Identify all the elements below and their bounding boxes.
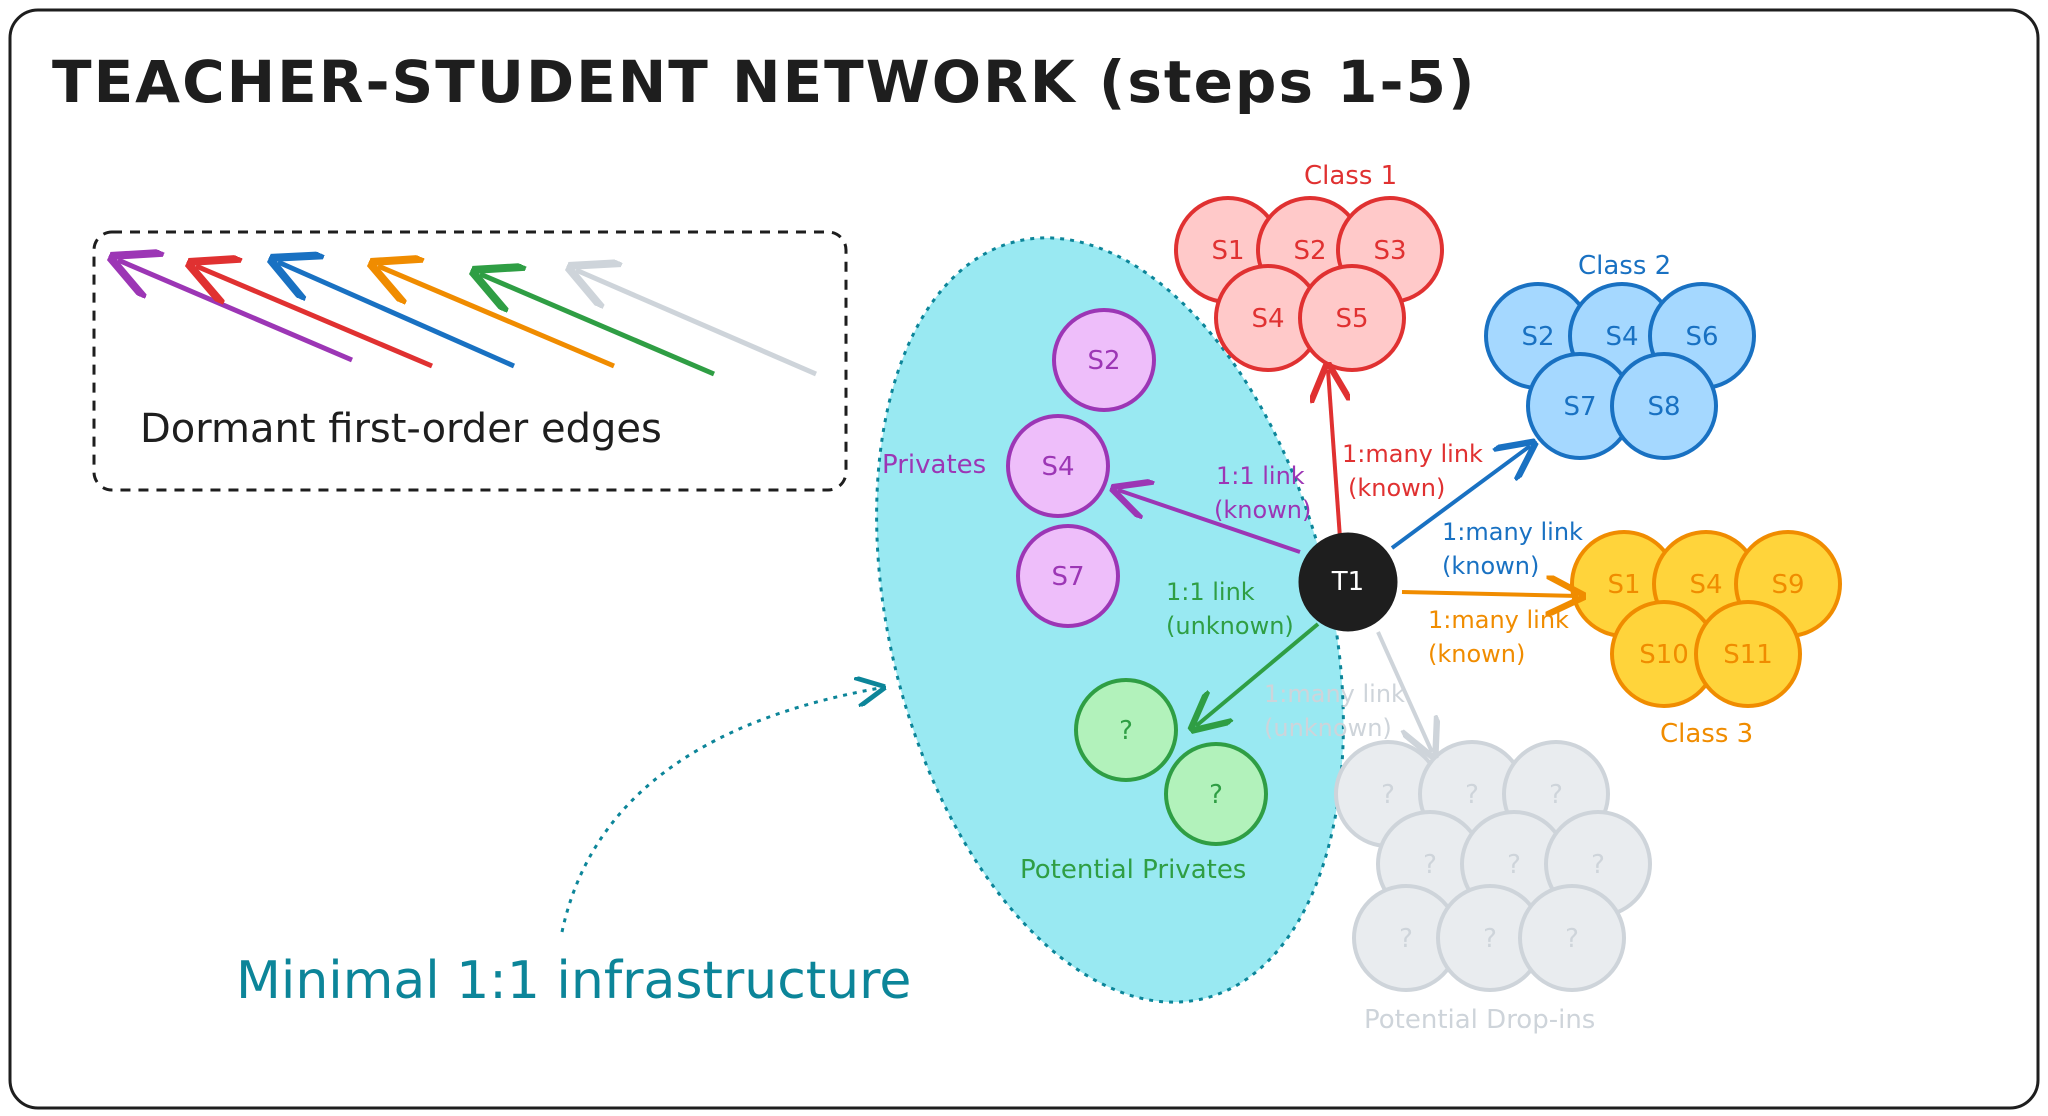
class2-node-label-1: S2 — [1521, 322, 1554, 352]
class3-node-label-1: S1 — [1607, 570, 1640, 600]
class2-node-label-4: S7 — [1563, 392, 1596, 422]
link-label-class3-line2: (known) — [1428, 640, 1525, 668]
dropins-label: Potential Drop-ins — [1364, 1005, 1595, 1035]
dropins-node-label-8: ? — [1483, 924, 1497, 954]
privates-node-label-2: S4 — [1041, 452, 1074, 482]
class3-node-5 — [1694, 600, 1802, 708]
dropins-node-label-1: ? — [1381, 780, 1395, 810]
legend-arrow-gray — [576, 270, 817, 377]
legend-arrow-purple — [118, 260, 353, 363]
class2-label: Class 2 — [1578, 251, 1671, 281]
privates-node-1 — [1052, 308, 1156, 412]
legend-arrow-red — [196, 266, 433, 369]
class2-node-label-5: S8 — [1647, 392, 1680, 422]
potential-privates-node-label-2: ? — [1209, 780, 1223, 810]
class3-node-label-4: S10 — [1639, 640, 1689, 670]
potential-privates-label: Potential Privates — [1020, 855, 1246, 885]
link-label-potential-privates-line2: (unknown) — [1166, 612, 1294, 640]
class2-node-label-3: S6 — [1685, 322, 1718, 352]
class1-node-label-1: S1 — [1211, 236, 1244, 266]
teacher-label: T1 — [1331, 567, 1364, 597]
link-label-class3-line1: 1:many link — [1428, 606, 1569, 634]
dropins-node-label-7: ? — [1399, 924, 1413, 954]
link-label-privates-line1: 1:1 link — [1216, 462, 1305, 490]
class3-node-label-3: S9 — [1771, 570, 1804, 600]
class1-label: Class 1 — [1304, 161, 1397, 191]
legend-arrow-orange — [378, 266, 615, 369]
dropins-node-label-5: ? — [1507, 850, 1521, 880]
privates-label: Privates — [882, 450, 986, 480]
link-label-class1-line1: 1:many link — [1342, 440, 1483, 468]
teacher-circle — [1298, 532, 1398, 632]
class1-node-label-5: S5 — [1335, 304, 1368, 334]
link-arrow-class3 — [1401, 592, 1578, 596]
legend-arrow-blue — [278, 262, 516, 369]
dropins-node-label-9: ? — [1565, 924, 1579, 954]
potential-privates-node-label-1: ? — [1119, 716, 1133, 746]
class3-node-label-5: S11 — [1723, 640, 1773, 670]
class1-node-5 — [1298, 264, 1406, 372]
teacher-node: T1 — [1298, 532, 1398, 632]
link-arrow-dropins — [1376, 631, 1432, 752]
privates-node-3 — [1016, 524, 1120, 628]
class1-node-label-2: S2 — [1293, 236, 1326, 266]
class3-node-label-2: S4 — [1689, 570, 1722, 600]
link-arrow-potential-privates — [1196, 622, 1320, 726]
potential-privates-node-1 — [1074, 678, 1178, 782]
legend-arrow-green — [480, 274, 715, 377]
dropins-node-label-2: ? — [1465, 780, 1479, 810]
class2-node-label-2: S4 — [1605, 322, 1638, 352]
legend-caption: Dormant first-order edges — [140, 406, 662, 452]
potential-privates-cluster: ?? — [1074, 678, 1268, 846]
privates-node-label-3: S7 — [1051, 562, 1084, 592]
page-title: TEACHER-STUDENT NETWORK (steps 1-5) — [52, 48, 1476, 116]
class1-node-label-3: S3 — [1373, 236, 1406, 266]
privates-node-label-1: S2 — [1087, 346, 1120, 376]
link-arrow-class1 — [1328, 370, 1340, 539]
infrastructure-label: Minimal 1:1 infrastructure — [236, 951, 911, 1011]
dropins-cluster: ????????? — [1334, 740, 1652, 992]
potential-privates-node-2 — [1164, 742, 1268, 846]
link-arrow-privates — [1118, 490, 1301, 554]
dropins-node-9 — [1518, 884, 1626, 992]
dropins-node-label-4: ? — [1423, 850, 1437, 880]
dropins-node-label-6: ? — [1591, 850, 1605, 880]
link-label-potential-privates-line1: 1:1 link — [1166, 578, 1255, 606]
link-label-class1-line2: (known) — [1348, 474, 1445, 502]
infrastructure-pointer — [560, 688, 880, 933]
link-label-dropins-line2: (unknown) — [1264, 714, 1392, 742]
legend-box — [92, 230, 848, 492]
link-label-class2-line1: 1:many link — [1442, 518, 1583, 546]
link-label-class2-line2: (known) — [1442, 552, 1539, 580]
link-label-dropins-line1: 1:many link — [1264, 680, 1405, 708]
class3-label: Class 3 — [1660, 719, 1753, 749]
link-label-privates-line2: (known) — [1214, 496, 1311, 524]
class2-node-5 — [1610, 352, 1718, 460]
link-arrow-class2 — [1390, 446, 1530, 550]
privates-node-2 — [1006, 414, 1110, 518]
dropins-node-label-3: ? — [1549, 780, 1563, 810]
class1-node-label-4: S4 — [1251, 304, 1284, 334]
legend: Dormant first-order edges — [92, 230, 848, 492]
